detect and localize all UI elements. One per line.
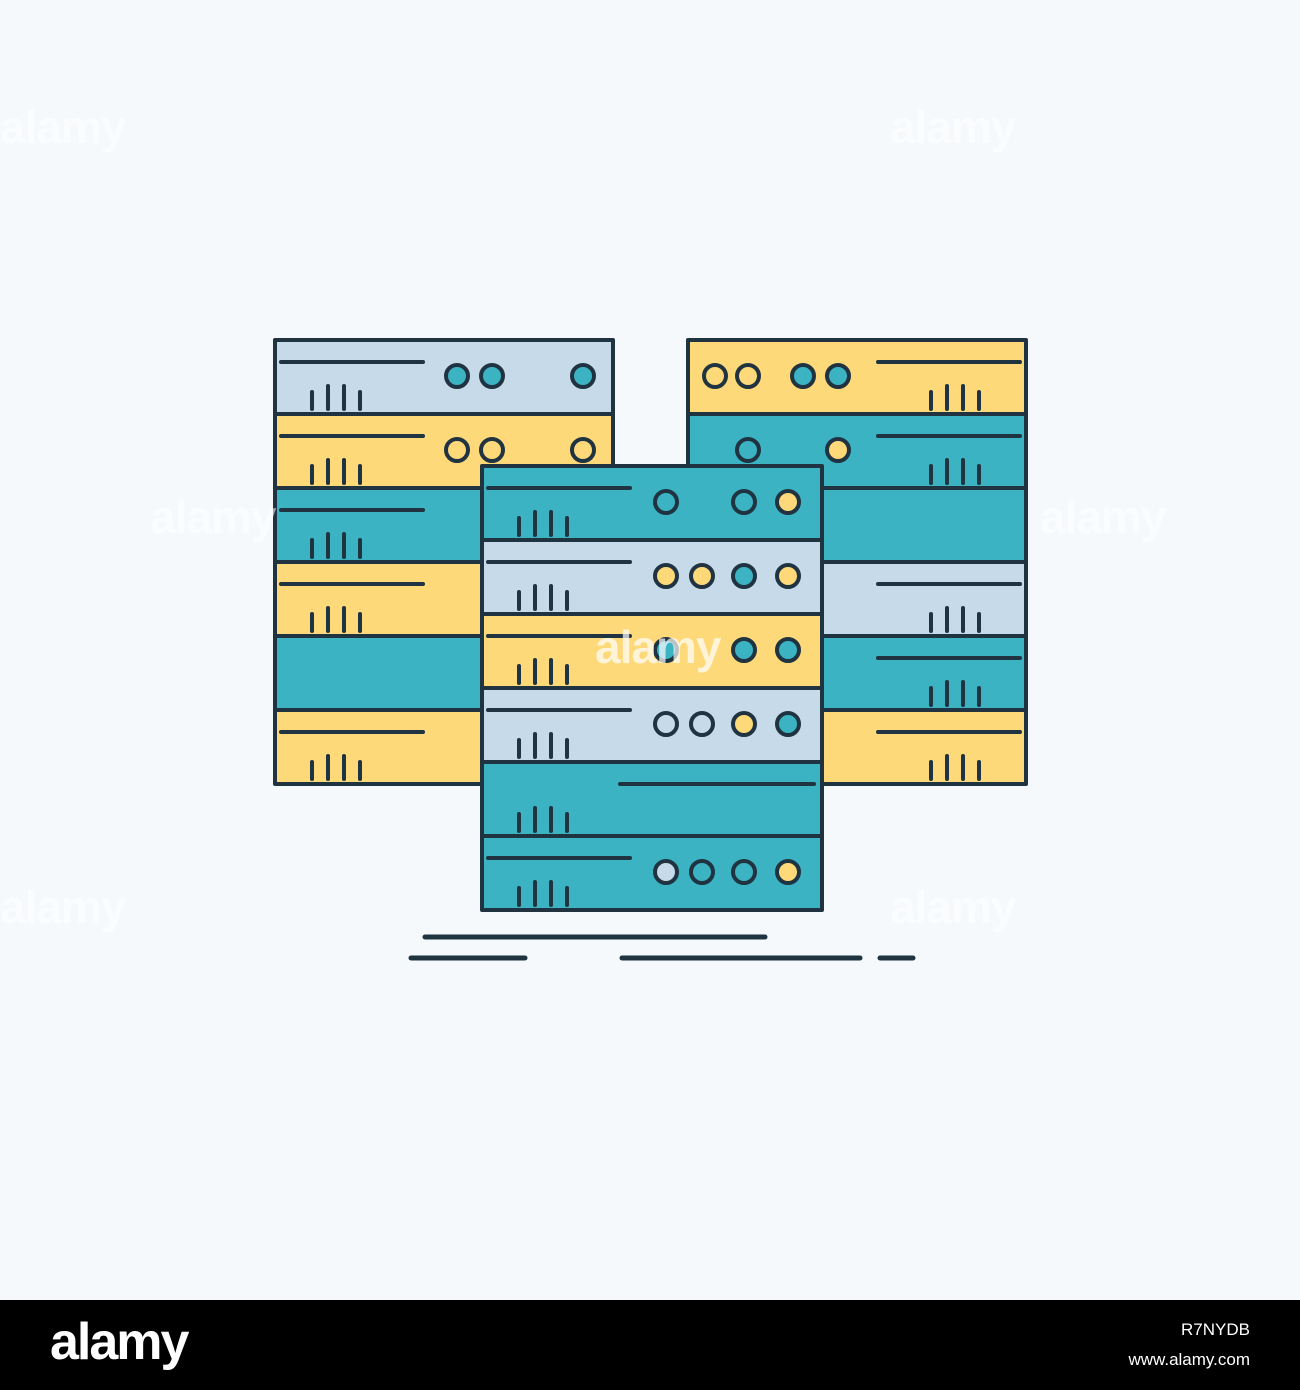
indicator-light	[702, 363, 728, 389]
center-rack-row	[482, 762, 822, 836]
indicator-light	[825, 437, 851, 463]
indicator-light	[775, 859, 801, 885]
indicator-light	[775, 637, 801, 663]
center-rack-row	[482, 614, 822, 688]
indicator-light	[479, 437, 505, 463]
indicator-light	[689, 859, 715, 885]
indicator-light	[735, 363, 761, 389]
indicator-light	[790, 363, 816, 389]
image-id: R7NYDB	[1181, 1320, 1250, 1339]
indicator-light	[653, 489, 679, 515]
indicator-light	[775, 489, 801, 515]
indicator-light	[570, 363, 596, 389]
indicator-light	[735, 437, 761, 463]
center-rack-row	[482, 688, 822, 762]
indicator-light	[444, 437, 470, 463]
indicator-light	[479, 363, 505, 389]
footer-bar: alamy R7NYDB www.alamy.com	[0, 1300, 1300, 1390]
indicator-light	[825, 363, 851, 389]
indicator-light	[731, 859, 757, 885]
indicator-light	[689, 563, 715, 589]
indicator-light	[653, 711, 679, 737]
indicator-light	[570, 437, 596, 463]
indicator-light	[731, 637, 757, 663]
site-url: www.alamy.com	[1128, 1350, 1250, 1369]
indicator-light	[731, 563, 757, 589]
left-rack-row	[275, 340, 613, 414]
indicator-light	[653, 563, 679, 589]
center-rack-row	[482, 540, 822, 614]
brand-logo: alamy	[50, 1313, 189, 1371]
indicator-light	[731, 711, 757, 737]
indicator-light	[689, 711, 715, 737]
server-racks-icon	[273, 338, 1028, 961]
center-rack-row	[482, 466, 822, 540]
stock-image: alamy alamy alamy alamy alamy alamy alam…	[273, 338, 1028, 961]
indicator-light	[775, 563, 801, 589]
center-rack-row	[482, 836, 822, 910]
center-rack-frame	[480, 464, 824, 912]
indicator-light	[653, 637, 679, 663]
indicator-light	[653, 859, 679, 885]
indicator-light	[444, 363, 470, 389]
indicator-light	[775, 711, 801, 737]
indicator-light	[731, 489, 757, 515]
